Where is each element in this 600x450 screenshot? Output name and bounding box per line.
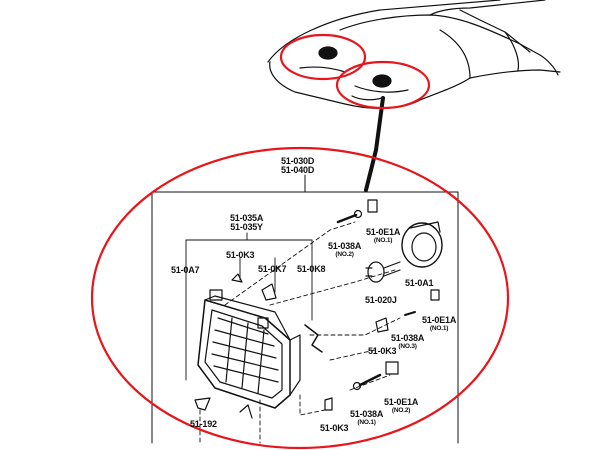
leader-line — [364, 96, 385, 192]
label-housing-b: 51-035Y — [230, 222, 263, 232]
label-screw-no3: 51-038A (NO.3) — [391, 333, 425, 351]
label-assembly-b: 51-040D — [281, 165, 315, 175]
highlight-right-lamp — [335, 60, 431, 110]
label-bracket: 51-0K8 — [297, 264, 326, 274]
label-nut-right-note: (NO.1) — [429, 325, 449, 332]
clip-bottom-part — [324, 397, 333, 411]
label-nut-right: 51-0E1A (NO.1) — [422, 315, 457, 333]
label-screw-no3-note: (NO.3) — [398, 343, 417, 350]
bolt-no1 — [352, 373, 382, 391]
highlight-marks — [90, 33, 510, 450]
nut-no1-part — [367, 199, 378, 213]
clip-upper-part — [231, 273, 243, 283]
label-nut-no1-code: 51-0E1A — [366, 227, 401, 237]
label-spring-clip: 51-0K7 — [258, 264, 287, 274]
label-screw-no1: 51-038A (NO.1) — [350, 409, 384, 427]
highlight-assembly — [90, 146, 510, 450]
nut-right-part — [430, 289, 440, 301]
label-bottom-bracket: 51-192 — [190, 419, 217, 429]
label-bulb: 51-020J — [365, 295, 397, 305]
bulb-part — [365, 261, 401, 283]
label-clip-upper: 51-0K3 — [226, 250, 255, 260]
label-nut-no1-note: (NO.1) — [373, 237, 393, 244]
bottom-bracket-part — [194, 397, 211, 411]
nut-no2-part — [385, 361, 399, 375]
label-housing: 51-035A 51-035Y — [230, 214, 263, 232]
label-screw-no2-code: 51-038A — [328, 241, 362, 251]
label-nut-right-code: 51-0E1A — [422, 315, 457, 325]
label-screw-no2-note: (NO.2) — [335, 251, 354, 258]
headlamp-unit — [197, 289, 301, 409]
label-nut-no1: 51-0E1A (NO.1) — [366, 227, 401, 245]
clip-mid-part — [375, 317, 389, 333]
label-screw-no1-note: (NO.1) — [357, 419, 376, 426]
bottom-link — [239, 404, 253, 419]
label-clip-mid: 51-0K3 — [368, 346, 397, 356]
label-ring: 51-0A1 — [405, 278, 434, 288]
label-nut-no2-code: 51-0E1A — [384, 397, 419, 407]
label-assembly: 51-030D 51-040D — [281, 157, 314, 175]
label-screw-no1-code: 51-038A — [350, 409, 384, 419]
label-nut-no2-note: (NO.2) — [391, 407, 411, 414]
headlamp-right-mark — [372, 74, 392, 88]
car-sketch — [267, 0, 561, 110]
label-nut-no2: 51-0E1A (NO.2) — [384, 397, 419, 415]
bolt-no2 — [336, 209, 363, 224]
assembly-frame — [151, 174, 459, 444]
bracket-part — [304, 324, 323, 353]
label-assembly-a: 51-030D — [281, 156, 315, 166]
label-screw-no3-code: 51-038A — [391, 333, 425, 343]
label-housing-a: 51-035A — [230, 213, 264, 223]
dashed-leaders — [199, 221, 401, 444]
bolt-no3 — [404, 311, 416, 316]
highlight-left-lamp — [279, 33, 367, 81]
spring-clip-part — [261, 283, 277, 301]
retaining-ring — [401, 221, 443, 268]
label-screw-left: 51-0A7 — [171, 265, 200, 275]
label-screw-no2: 51-038A (NO.2) — [328, 241, 362, 259]
headlamp-left-mark — [318, 46, 338, 60]
label-bracket — [185, 232, 313, 381]
label-clip-bottom: 51-0K3 — [320, 423, 349, 433]
